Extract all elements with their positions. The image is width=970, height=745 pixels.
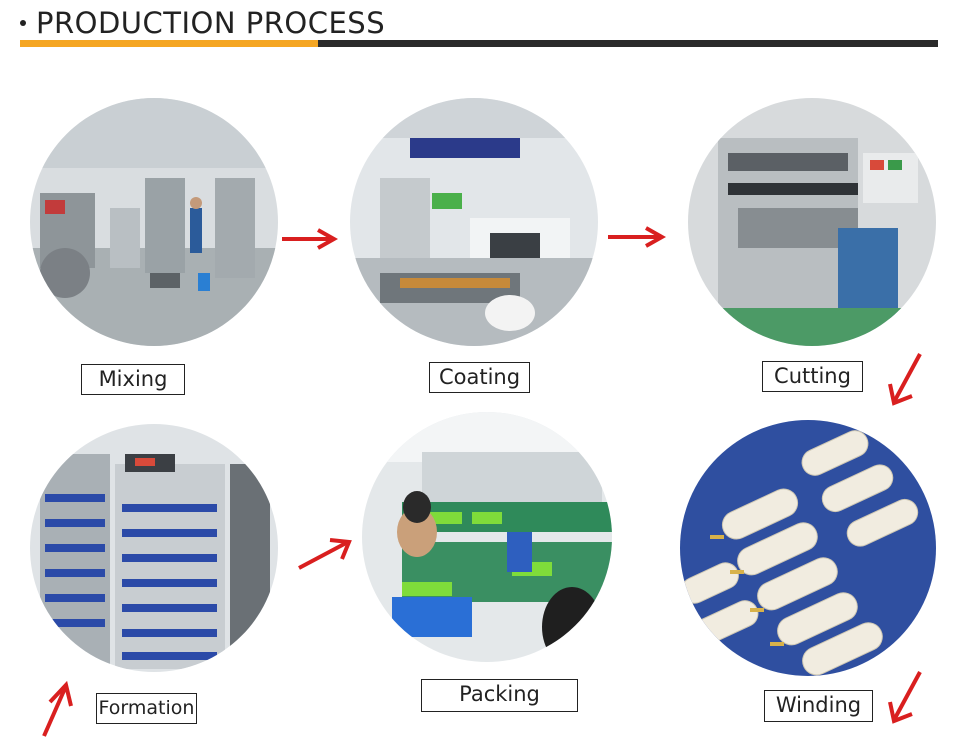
- step-label-winding: Winding: [764, 690, 873, 722]
- arrow-right-icon: [282, 228, 338, 250]
- bullet-icon: [20, 20, 26, 26]
- step-label-packing: Packing: [421, 679, 578, 712]
- arrow-up-right-icon: [298, 538, 352, 570]
- mixing-photo: [30, 98, 278, 346]
- arrow-right-icon: [608, 226, 666, 248]
- step-label-mixing: Mixing: [81, 364, 185, 395]
- cutting-photo: [688, 98, 936, 346]
- step-label-formation: Formation: [96, 693, 197, 724]
- section-title: PRODUCTION PROCESS: [36, 6, 386, 40]
- step-label-coating: Coating: [429, 362, 530, 393]
- title-underline-accent: [20, 40, 318, 47]
- arrow-up-right-icon: [42, 680, 73, 737]
- formation-photo: [30, 424, 278, 672]
- coating-photo: [350, 98, 598, 346]
- arrow-down-left-icon: [888, 671, 922, 724]
- arrow-down-left-icon: [888, 353, 922, 406]
- packing-photo: [362, 412, 612, 662]
- winding-photo: [680, 420, 936, 676]
- step-label-cutting: Cutting: [762, 361, 863, 392]
- title-underline: [20, 40, 938, 47]
